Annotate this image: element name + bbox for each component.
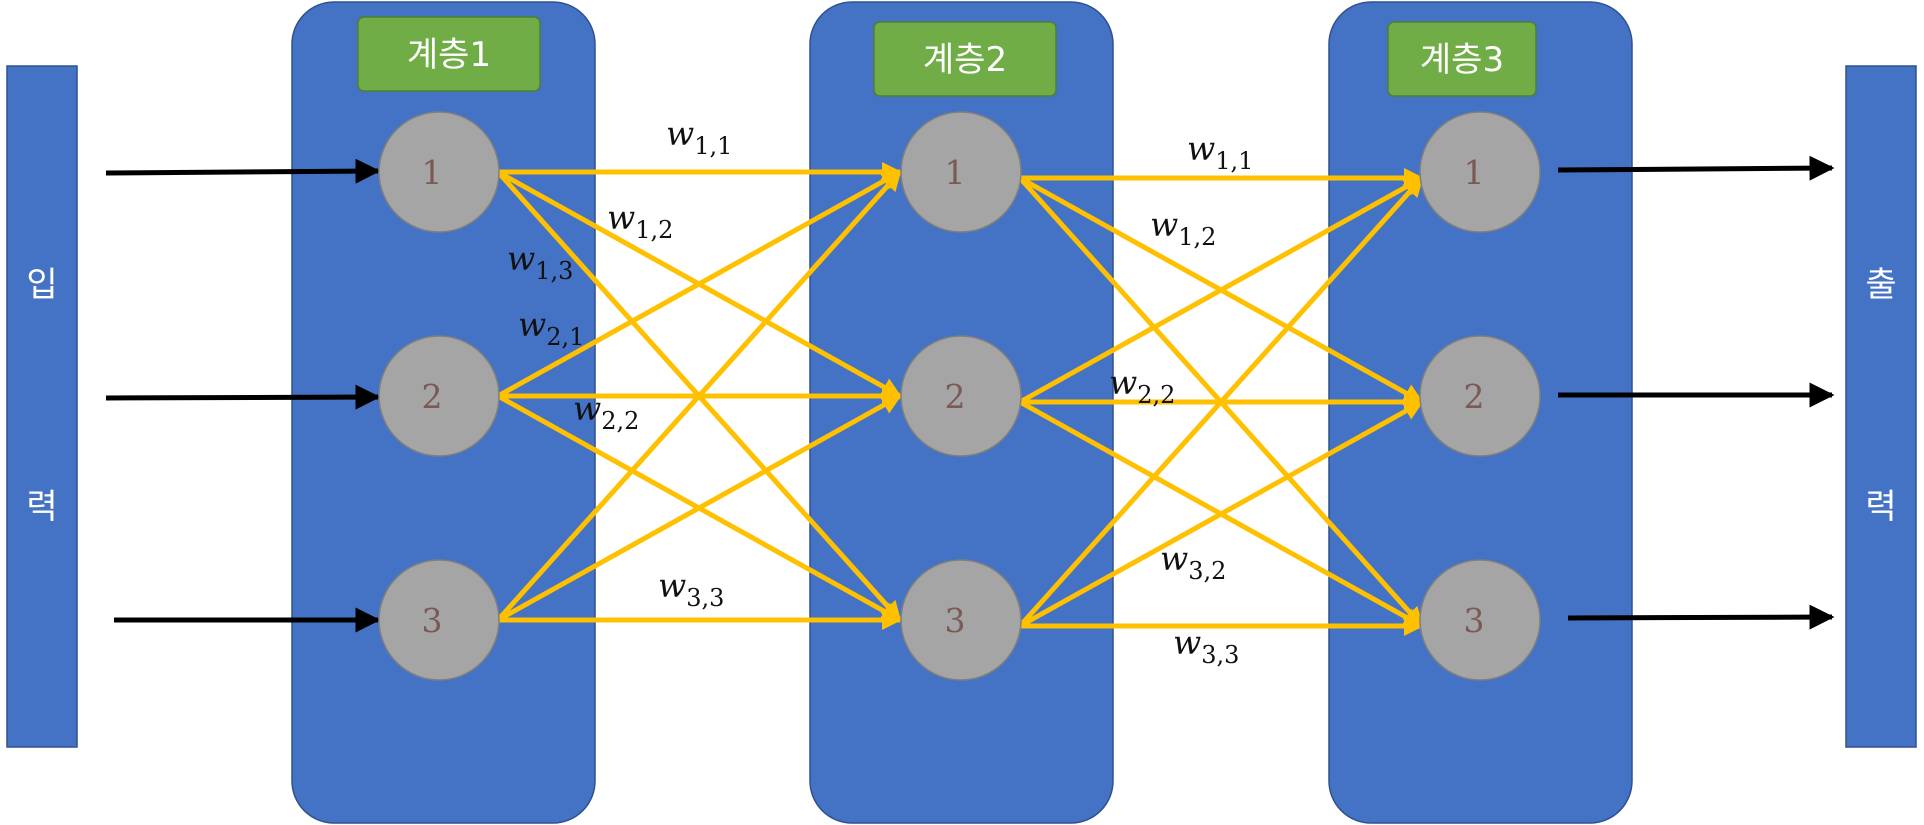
layer-3-node-1-label: 1 xyxy=(1464,153,1485,192)
layer-1-title: 계층1 xyxy=(407,35,491,75)
output-label-bottom: 력 xyxy=(1865,487,1896,527)
layer-3-node-3 xyxy=(1419,559,1541,681)
input-bar xyxy=(6,65,78,748)
connection-2-3-n2-n1 xyxy=(1018,175,1424,405)
layer-1-node-2-label: 2 xyxy=(422,377,443,416)
output-arrow-1 xyxy=(1557,155,1835,181)
input-arrow-1 xyxy=(105,158,381,184)
layer-3-node-2-label: 2 xyxy=(1464,377,1485,416)
output-label-top: 출 xyxy=(1865,265,1896,305)
layer-2-node-1 xyxy=(900,111,1022,233)
input-label-top: 입 xyxy=(26,265,57,305)
weight-label: w2,2 xyxy=(573,389,639,435)
layer-2-node-1-label: 1 xyxy=(945,153,966,192)
layer-2-node-2 xyxy=(900,335,1022,457)
connections-1-2 xyxy=(496,162,902,630)
layer-1-node-3-label: 3 xyxy=(422,601,443,640)
weight-label: w3,2 xyxy=(1160,539,1226,585)
connection-1-2-n3-n1 xyxy=(496,170,902,622)
connection-1-2-n2-n1 xyxy=(496,169,902,399)
layer-1-node-1-label: 1 xyxy=(422,153,443,192)
layer-2-title: 계층2 xyxy=(923,40,1007,80)
layer-3-node-2 xyxy=(1419,335,1541,457)
connection-1-2-n3-n2 xyxy=(496,393,902,623)
input-arrow-2 xyxy=(105,384,381,410)
weight-label: w2,2 xyxy=(1109,363,1175,409)
weight-label: w1,2 xyxy=(1150,205,1216,251)
layer-2-node-2-label: 2 xyxy=(945,377,966,416)
weight-label: w1,1 xyxy=(666,114,732,160)
layer-3-title: 계층3 xyxy=(1420,40,1504,80)
weight-label: w3,3 xyxy=(1173,623,1239,669)
output-bar xyxy=(1845,65,1917,748)
layer-2-node-3 xyxy=(900,559,1022,681)
layer-3-title-box xyxy=(1387,21,1537,97)
weight-label: w1,1 xyxy=(1187,129,1253,175)
layer-3-node-3-label: 3 xyxy=(1464,601,1485,640)
layer-2-title-box xyxy=(873,21,1057,97)
connection-2-3-n3-n1 xyxy=(1018,176,1424,628)
connections-2-3 xyxy=(1018,168,1424,636)
layer-1-node-3 xyxy=(378,559,500,681)
output-arrow-3 xyxy=(1567,604,1835,630)
layer-1-title-box xyxy=(357,16,541,92)
weight-label: w3,3 xyxy=(658,566,724,612)
weight-label: w1,3 xyxy=(507,239,573,285)
layer-3-node-1 xyxy=(1419,111,1541,233)
weight-label: w2,1 xyxy=(518,305,584,351)
input-label-bottom: 력 xyxy=(26,487,57,527)
layer-2-node-3-label: 3 xyxy=(945,601,966,640)
layer-1-node-1 xyxy=(378,111,500,233)
connection-2-3-n3-n2 xyxy=(1018,399,1424,629)
layer-1-node-2 xyxy=(378,335,500,457)
weight-label: w1,2 xyxy=(607,198,673,244)
